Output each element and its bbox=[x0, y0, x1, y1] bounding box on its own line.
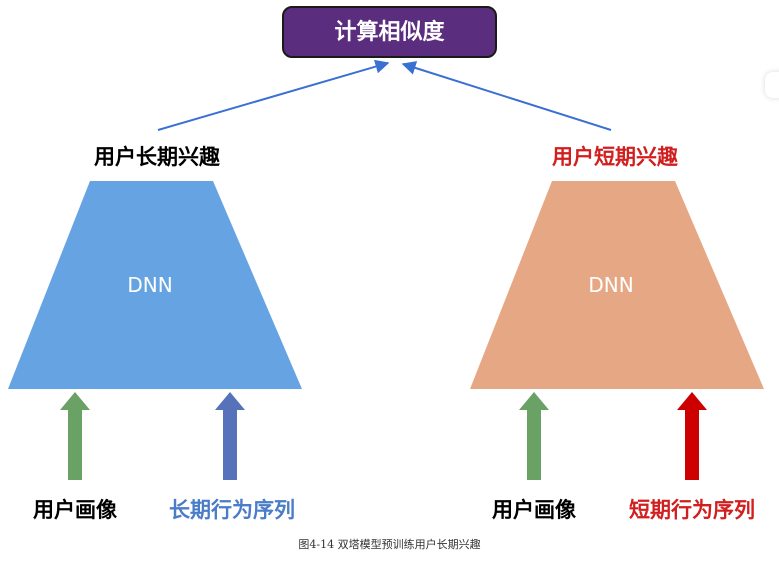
left-profile-arrow bbox=[60, 392, 90, 480]
right-sequence-label: 短期行为序列 bbox=[629, 498, 755, 522]
right-dnn-tower bbox=[470, 181, 764, 389]
similarity-box: 计算相似度 bbox=[282, 6, 497, 58]
right-profile-arrow bbox=[519, 392, 549, 480]
right-tower: 用户短期兴趣 DNN 用户画像 短期行为序列 bbox=[470, 145, 764, 522]
left-sequence-label: 长期行为序列 bbox=[169, 498, 295, 522]
left-output-label: 用户长期兴趣 bbox=[94, 145, 221, 169]
left-dnn-tower bbox=[8, 181, 302, 389]
left-tower: 用户长期兴趣 DNN 用户画像 长期行为序列 bbox=[8, 145, 302, 522]
right-output-label: 用户短期兴趣 bbox=[552, 145, 679, 169]
right-dnn-label: DNN bbox=[588, 273, 633, 297]
left-dnn-label: DNN bbox=[127, 273, 172, 297]
right-connector-arrow bbox=[401, 61, 612, 131]
side-panel-tab[interactable] bbox=[765, 72, 779, 98]
right-sequence-arrow bbox=[677, 392, 707, 480]
left-profile-label: 用户画像 bbox=[33, 498, 118, 522]
left-connector-arrow bbox=[157, 59, 390, 131]
figure-caption: 图4-14 双塔模型预训练用户长期兴趣 bbox=[298, 538, 481, 551]
left-sequence-arrow bbox=[215, 392, 245, 480]
right-profile-label: 用户画像 bbox=[492, 498, 577, 522]
similarity-box-label: 计算相似度 bbox=[334, 19, 445, 45]
